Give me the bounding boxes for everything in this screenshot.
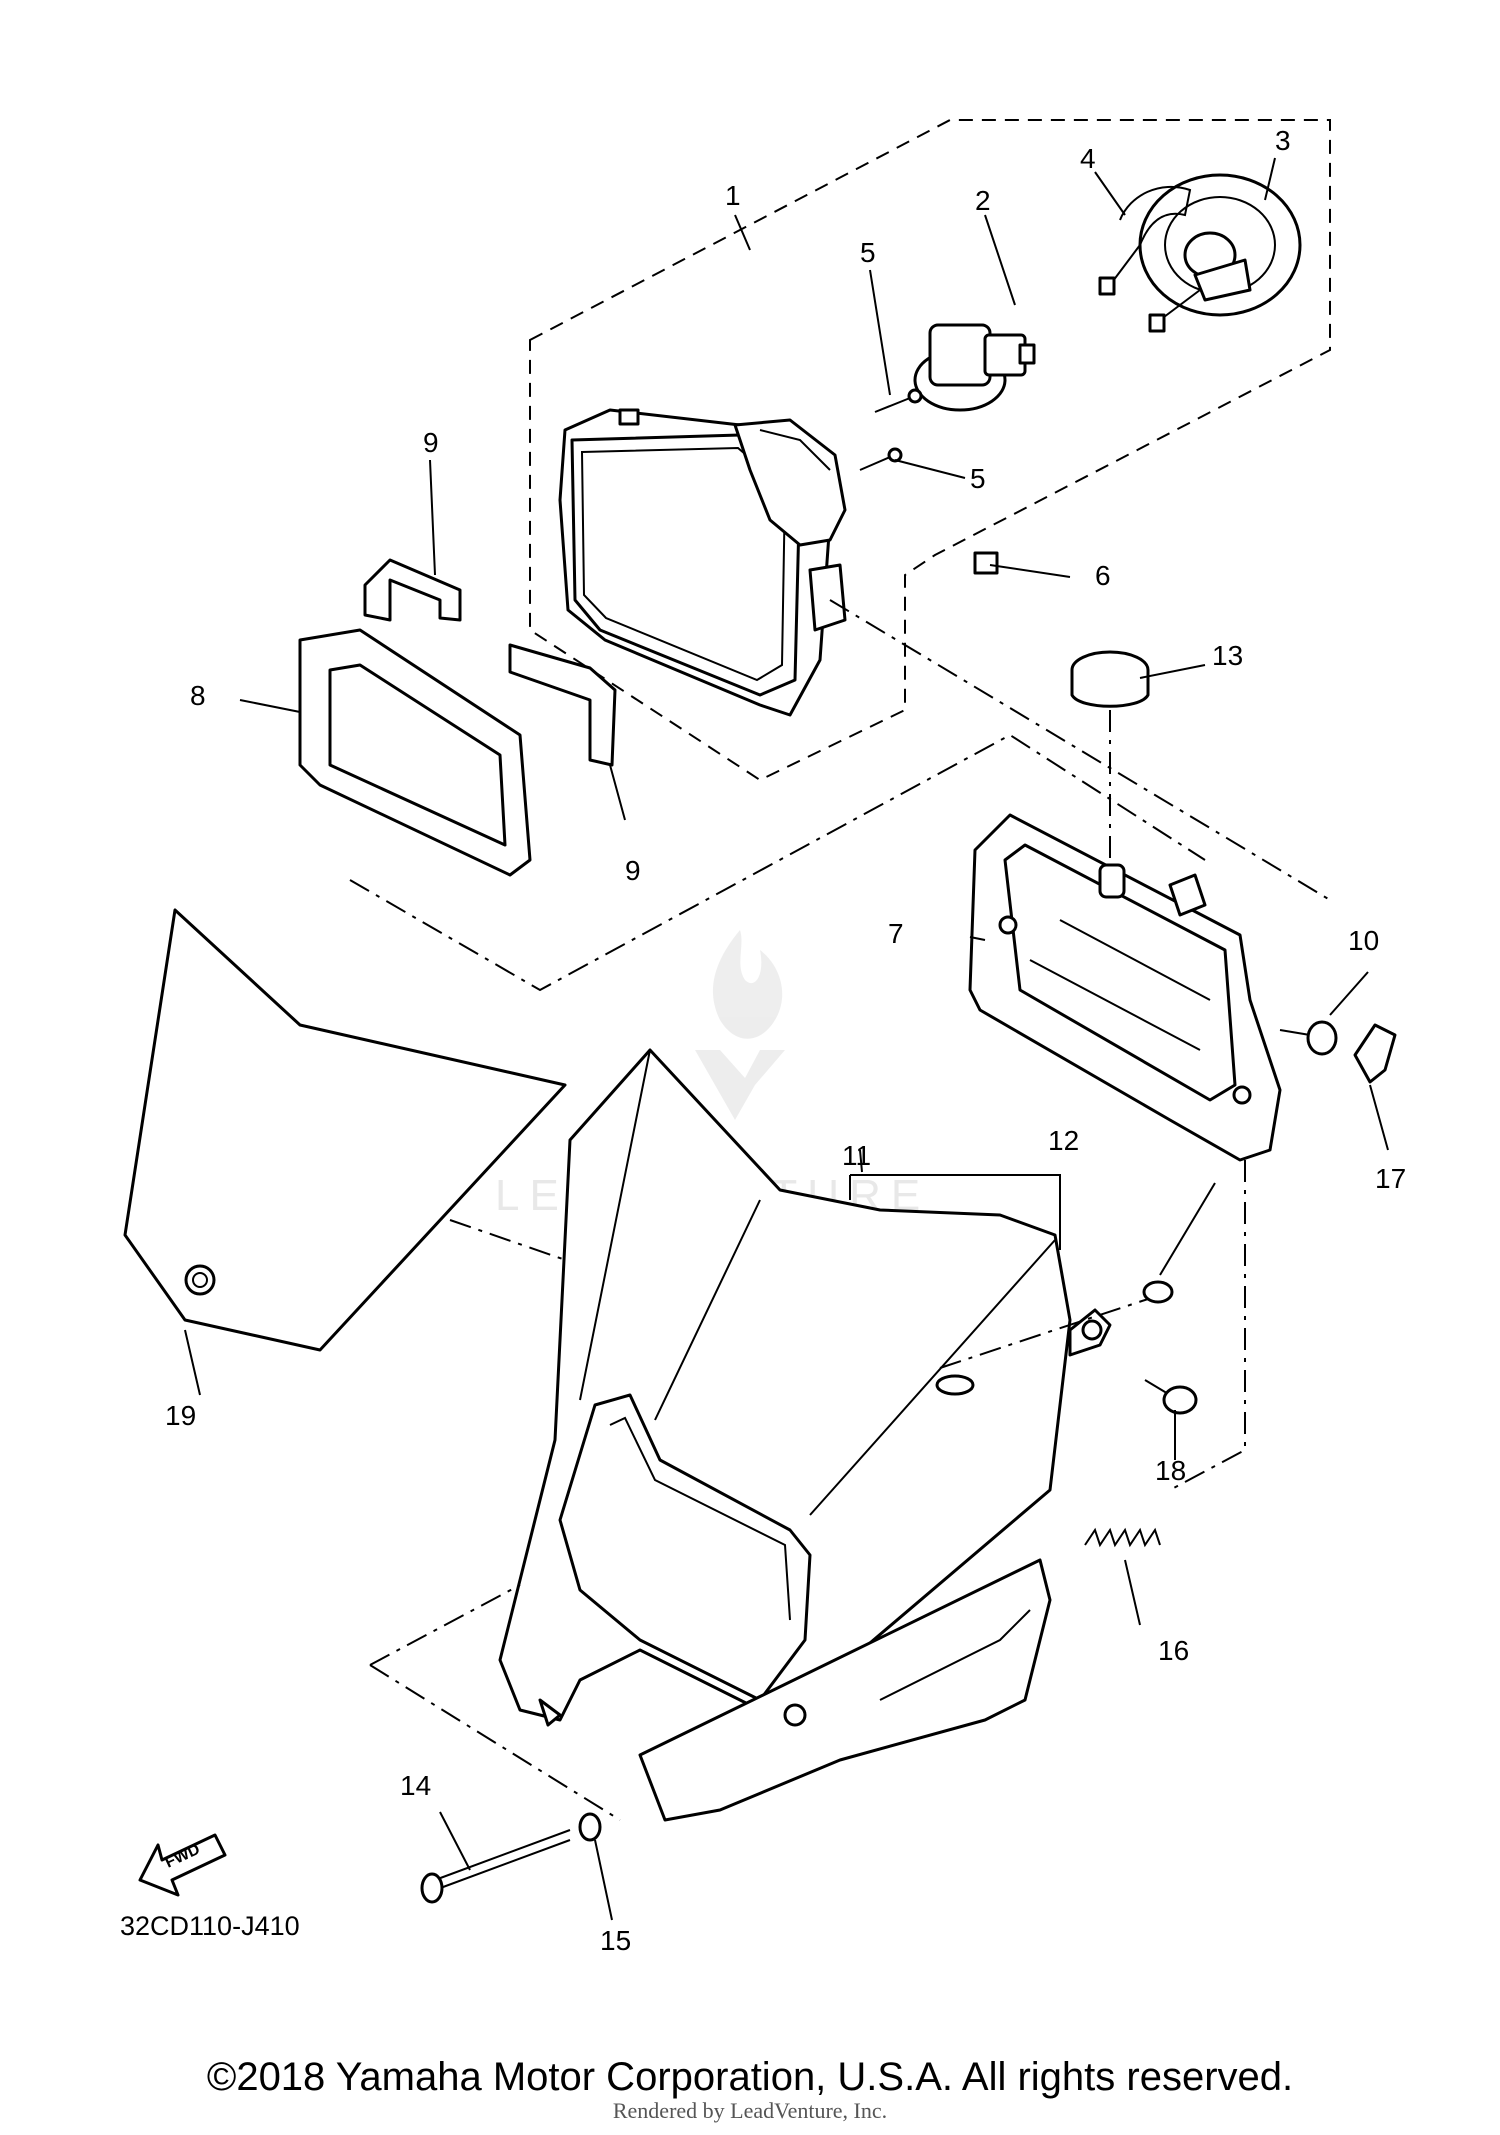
spring — [1084, 1527, 1161, 1548]
visor-panel — [123, 908, 567, 1352]
bulb-holder-spring — [1098, 185, 1201, 333]
callout-4: 4 — [1080, 143, 1096, 174]
callout-2: 2 — [975, 185, 991, 216]
cowl-bolt — [1144, 1379, 1198, 1415]
bracket-bolt — [1279, 1020, 1338, 1056]
clip-nut — [973, 551, 999, 575]
leader-lines — [184, 157, 1389, 1921]
bulb-cover — [1138, 173, 1302, 317]
cowl-side-panel — [538, 1558, 1052, 1822]
callout-7: 7 — [888, 918, 904, 949]
rendered-by-credit: Rendered by LeadVenture, Inc. — [612, 2098, 888, 2123]
headlight-cowl — [498, 1048, 1112, 1722]
callout-13: 13 — [1212, 640, 1243, 671]
long-bolt — [420, 1829, 571, 1904]
screw-upper — [874, 388, 923, 413]
damper-lower — [508, 643, 617, 767]
callout-18: 18 — [1155, 1455, 1186, 1486]
callout-11: 11 — [842, 1140, 871, 1171]
bracket-clip — [1353, 1023, 1397, 1084]
callout-14: 14 — [400, 1770, 431, 1801]
callout-19: 19 — [165, 1400, 196, 1431]
callout-1: 1 — [725, 180, 741, 211]
diagram-code: 32CD110-J410 — [120, 1911, 300, 1941]
callout-17: 17 — [1375, 1163, 1406, 1194]
callout-16: 16 — [1158, 1635, 1189, 1666]
callout-5a: 5 — [860, 237, 876, 268]
reference-line-headlight — [349, 599, 1331, 992]
screw-lower — [859, 447, 903, 471]
callout-9b: 9 — [625, 855, 641, 886]
reference-line-cowl — [369, 1584, 621, 1821]
callout-10: 10 — [1348, 925, 1379, 956]
washer-grommet — [1142, 1280, 1174, 1304]
grommet — [1070, 650, 1150, 860]
headlight-bracket — [968, 813, 1282, 1162]
headlight-assembly-boundary — [529, 119, 1331, 782]
headlight-unit — [558, 408, 847, 717]
callout-8: 8 — [190, 680, 206, 711]
headlight-bulb — [913, 323, 1036, 412]
callout-3: 3 — [1275, 125, 1291, 156]
copyright-notice: ©2018 Yamaha Motor Corporation, U.S.A. A… — [206, 2055, 1294, 2099]
callout-9a: 9 — [423, 427, 439, 458]
callout-12: 12 — [1048, 1125, 1079, 1156]
callout-5b: 5 — [970, 463, 986, 494]
damper-upper — [363, 558, 462, 622]
bolt-washer — [578, 1812, 602, 1842]
callout-15: 15 — [600, 1925, 631, 1956]
reference-line-mount — [939, 1160, 1246, 1491]
fwd-arrow-icon: FWD — [138, 1833, 227, 1897]
gasket-frame — [298, 628, 532, 877]
callout-6: 6 — [1095, 560, 1111, 591]
